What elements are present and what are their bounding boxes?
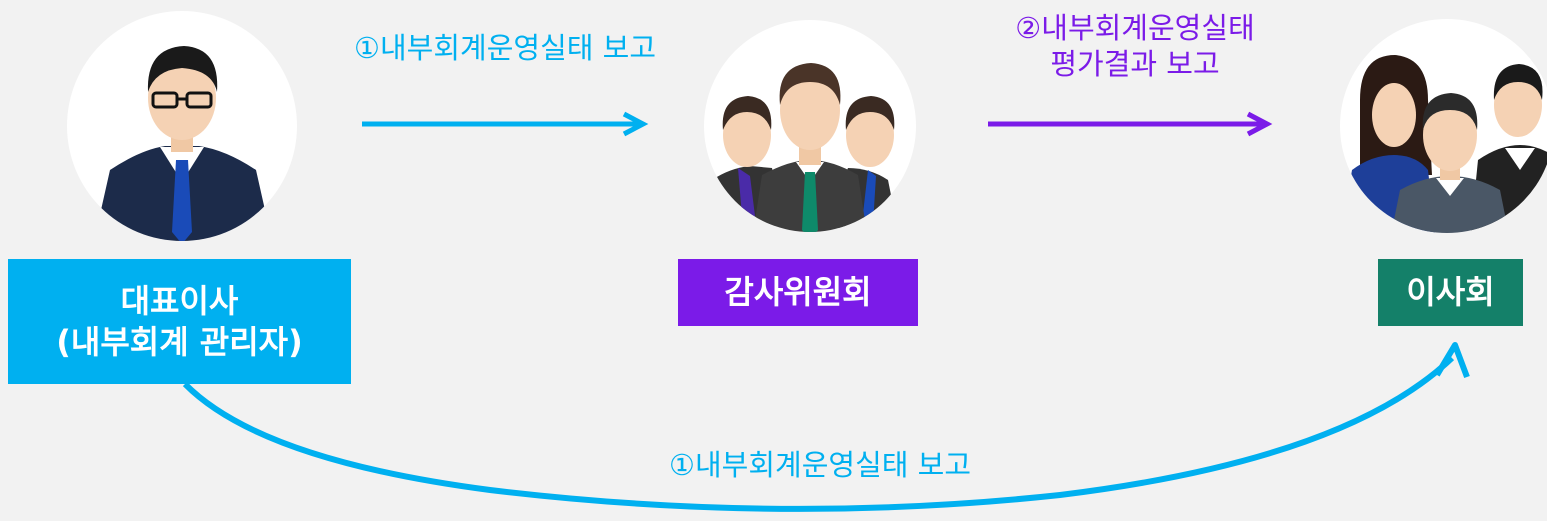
ceo-box: 대표이사 (내부회계 관리자): [8, 259, 351, 384]
ceo-title: 대표이사: [120, 281, 239, 320]
audit-committee-box: 감사위원회: [678, 259, 918, 326]
arrow-audit-to-board: [988, 111, 1273, 137]
edge-label-ceo-to-board-text: ①내부회계운영실태 보고: [668, 448, 972, 482]
edge-label-audit-to-board-line2: 평가결과 보고: [1050, 47, 1220, 82]
arrow-ceo-to-board: [182, 342, 1470, 512]
audit-committee-avatar: [704, 20, 916, 232]
board-box: 이사회: [1378, 259, 1523, 326]
edge-label-ceo-to-board: ①내부회계운영실태 보고: [600, 447, 1040, 483]
ceo-subtitle: (내부회계 관리자): [56, 322, 303, 361]
edge-label-audit-to-board: ②내부회계운영실태 평가결과 보고: [960, 10, 1310, 83]
edge-label-ceo-to-audit: ①내부회계운영실태 보고: [300, 30, 710, 66]
edge-label-audit-to-board-line1: ②내부회계운영실태: [1015, 11, 1255, 45]
board-avatar: [1340, 19, 1547, 233]
edge-label-ceo-to-audit-text: ①내부회계운영실태 보고: [353, 31, 657, 65]
ceo-avatar: [67, 11, 297, 241]
audit-committee-label: 감사위원회: [724, 273, 872, 312]
arrow-ceo-to-audit: [362, 111, 649, 137]
board-label: 이사회: [1406, 273, 1495, 312]
